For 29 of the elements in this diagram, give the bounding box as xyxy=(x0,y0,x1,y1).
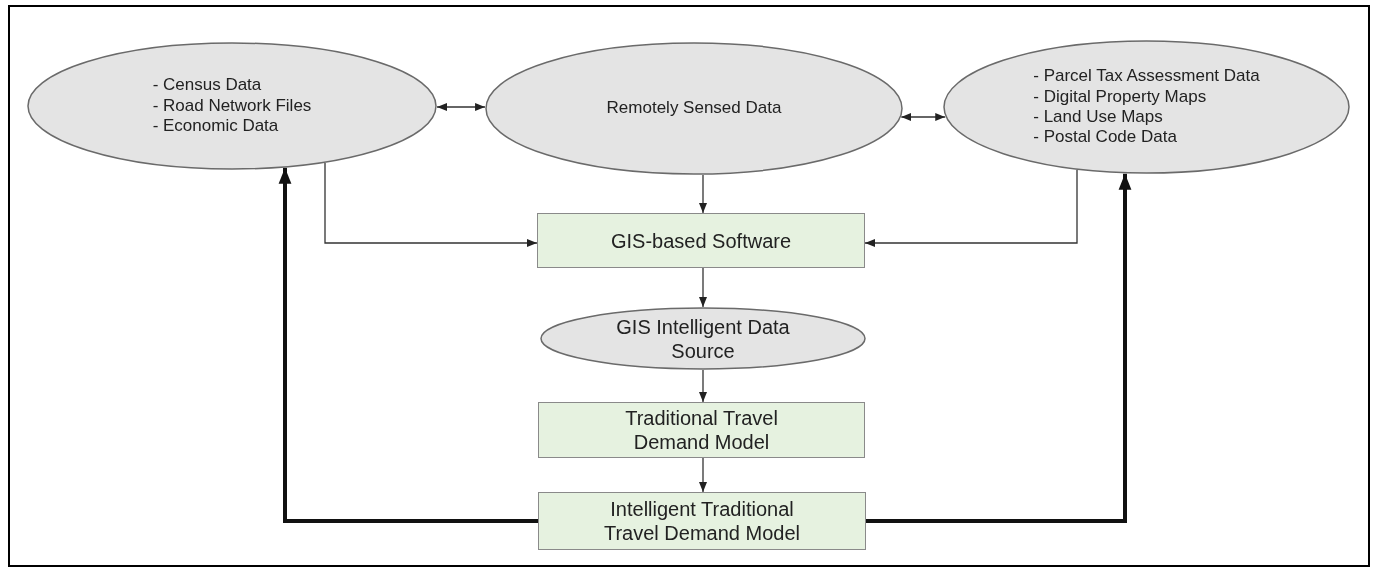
node-label: Intelligent Traditional Travel Demand Model xyxy=(603,497,801,545)
node-label: GIS-based Software xyxy=(610,228,792,253)
node-label: - Road Network Files xyxy=(152,95,312,117)
data-source-ellipse xyxy=(943,40,1350,174)
node-label: - Census Data xyxy=(152,75,262,96)
process-box xyxy=(537,213,865,268)
node-label: - Digital Property Maps xyxy=(1033,86,1207,107)
node-label: - Postal Code Data xyxy=(1033,127,1177,148)
arrow xyxy=(699,457,707,493)
arrow xyxy=(866,173,1132,523)
process-box xyxy=(538,492,866,550)
arrow xyxy=(900,113,946,121)
arrow xyxy=(699,369,707,403)
node-label: - Land Use Maps xyxy=(1033,107,1163,128)
data-source-ellipse xyxy=(27,42,437,170)
arrow xyxy=(278,167,538,523)
data-source-ellipse xyxy=(485,42,903,175)
data-source-ellipse xyxy=(540,307,866,370)
arrow xyxy=(436,103,486,111)
arrow xyxy=(699,267,707,308)
arrow xyxy=(699,174,707,214)
arrow xyxy=(864,169,1078,247)
arrow xyxy=(324,162,538,247)
process-box xyxy=(538,402,865,458)
node-label: - Economic Data xyxy=(152,116,279,137)
node-label: Traditional Travel Demand Model xyxy=(624,406,779,454)
node-label: GIS Intelligent Data Source xyxy=(615,314,791,363)
node-label: Remotely Sensed Data xyxy=(606,98,782,119)
node-label: - Parcel Tax Assessment Data xyxy=(1033,66,1260,87)
